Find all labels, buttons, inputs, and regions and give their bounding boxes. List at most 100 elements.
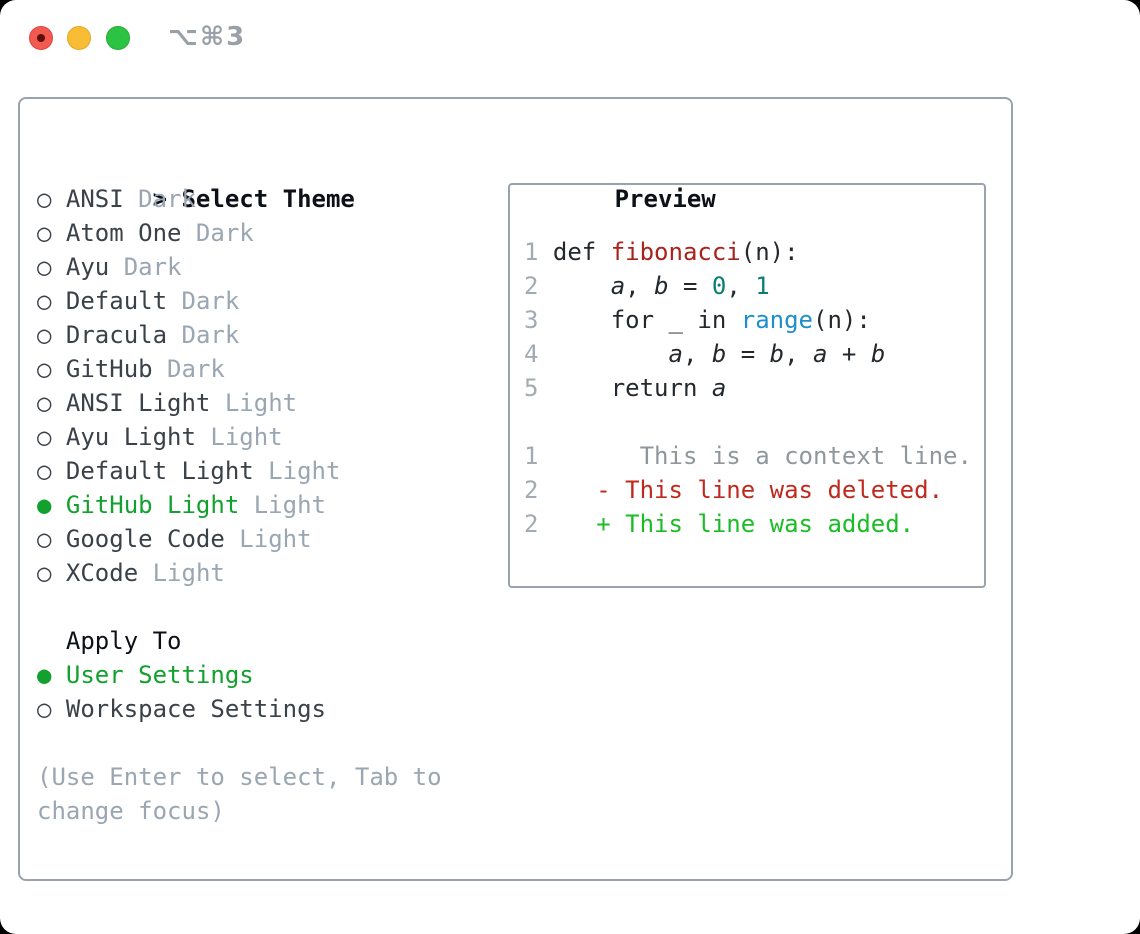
theme-list: ○ANSI Dark○Atom One Dark○Ayu Dark○Defaul… — [37, 182, 487, 590]
code-segment-func: fibonacci — [610, 238, 741, 266]
zoom-button[interactable] — [106, 26, 130, 50]
theme-option-github[interactable]: ○GitHub Dark — [37, 352, 487, 386]
code-segment-fg: def — [538, 238, 611, 266]
code-segment-var: a — [711, 374, 727, 402]
code-line — [524, 405, 974, 439]
apply-to-list: ● User Settings ○Workspace Settings — [37, 658, 487, 726]
theme-name: ANSI Light — [65, 389, 211, 417]
radio-icon: ○ — [37, 321, 52, 349]
code-segment-var: b — [769, 340, 785, 368]
theme-variant: Light — [138, 559, 225, 587]
radio-icon: ○ — [37, 423, 52, 451]
theme-option-atom-one[interactable]: ○Atom One Dark — [37, 216, 487, 250]
preview-title: Preview — [614, 185, 716, 213]
spacer — [37, 726, 487, 760]
radio-icon: ○ — [37, 185, 52, 213]
line-number: 3 — [524, 306, 539, 334]
code-segment-fg: (n): — [740, 238, 799, 266]
theme-option-xcode[interactable]: ○ XCode Light — [37, 556, 487, 590]
theme-option-default[interactable]: ○Default Dark — [37, 284, 487, 318]
code-segment-fg: , — [726, 272, 756, 300]
code-segment-num: 1 — [755, 272, 770, 300]
hint-line: change focus) — [37, 797, 225, 825]
theme-option-default-light[interactable]: ○Default Light Light — [37, 454, 487, 488]
theme-variant: Light — [239, 491, 326, 519]
line-number: 4 — [524, 340, 539, 368]
theme-name: Ayu — [65, 253, 110, 281]
code-segment-del: - This line was deleted. — [596, 476, 944, 504]
theme-variant: Dark — [109, 253, 182, 281]
window-titlebar: ⌥⌘3 — [0, 0, 1140, 70]
radio-selected-icon: ● — [37, 491, 52, 519]
code-segment-var: b — [711, 340, 727, 368]
code-line: 2 - This line was deleted. — [524, 473, 974, 507]
select-theme-header: >Select Theme — [37, 148, 487, 213]
theme-name: GitHub Light — [65, 491, 240, 519]
code-segment-var: a — [610, 272, 626, 300]
minimize-button[interactable] — [67, 26, 91, 50]
apply-option-label: User Settings — [65, 661, 254, 689]
close-button[interactable] — [29, 26, 53, 50]
radio-icon: ○ — [37, 559, 52, 587]
theme-option-ayu[interactable]: ○ Ayu Dark — [37, 250, 487, 284]
code-segment-fg: + — [827, 340, 871, 368]
theme-name: Default — [65, 287, 168, 315]
code-segment-fg: (n): — [813, 306, 871, 334]
apply-to-title: Apply To — [65, 627, 182, 655]
line-number: 2 — [524, 272, 539, 300]
line-number: 5 — [524, 374, 539, 402]
apply-option-user-settings[interactable]: ● User Settings — [37, 658, 487, 692]
theme-variant: Light — [210, 389, 298, 417]
code-segment-fg: return — [538, 374, 712, 402]
code-line: 2 + This line was added. — [524, 507, 974, 541]
theme-picker-panel: >Select Theme ○ANSI Dark○Atom One Dark○A… — [18, 97, 1013, 881]
code-line: 1 def fibonacci(n): — [524, 235, 974, 269]
radio-selected-icon: ● — [37, 661, 52, 689]
code-segment-fg — [538, 340, 668, 368]
theme-option-ansi[interactable]: ○ ANSI Dark — [37, 182, 487, 216]
code-segment-fg — [538, 476, 596, 504]
code-segment-fg — [538, 272, 610, 300]
preview-column: Preview 1 def fibonacci(n):2 a, b = 0, 1… — [499, 148, 986, 588]
line-number: 2 — [524, 510, 539, 538]
code-line: 4 a, b = b, a + b — [524, 337, 974, 371]
theme-name: XCode — [65, 559, 139, 587]
unsaved-indicator-dot — [37, 34, 45, 42]
theme-name: Ayu Light — [65, 423, 196, 451]
theme-picker-left-column: >Select Theme ○ANSI Dark○Atom One Dark○A… — [37, 148, 487, 828]
theme-option-ansi-light[interactable]: ○ ANSI Light Light — [37, 386, 487, 420]
code-segment-ctx: This is a context line. — [538, 442, 972, 470]
apply-option-workspace-settings[interactable]: ○Workspace Settings — [37, 692, 487, 726]
code-line: 3 for _ in range(n): — [524, 303, 974, 337]
code-segment-call: range — [740, 306, 813, 334]
radio-icon: ○ — [37, 389, 52, 417]
code-segment-var: b — [870, 340, 886, 368]
theme-option-ayu-light[interactable]: ○ Ayu Light Light — [37, 420, 487, 454]
spacer — [37, 590, 487, 624]
theme-name: ANSI — [65, 185, 124, 213]
theme-variant: Dark — [123, 185, 196, 213]
radio-icon: ○ — [37, 287, 52, 315]
code-segment-var: b — [654, 272, 669, 300]
theme-variant: Dark — [167, 321, 240, 349]
code-segment-var: a — [668, 340, 683, 368]
code-segment-fg: , — [625, 272, 655, 300]
radio-icon: ○ — [37, 253, 52, 281]
theme-option-dracula[interactable]: ○Dracula Dark — [37, 318, 487, 352]
code-segment-fg — [538, 510, 596, 538]
theme-option-google-code[interactable]: ○Google Code Light — [37, 522, 487, 556]
theme-option-github-light[interactable]: ● GitHub Light Light — [37, 488, 487, 522]
theme-name: Default Light — [65, 457, 254, 485]
code-segment-fg: for _ in — [538, 306, 741, 334]
line-number: 2 — [524, 476, 539, 504]
code-line: 2 a, b = 0, 1 — [524, 269, 974, 303]
code-segment-add: + This line was added. — [596, 510, 915, 538]
theme-variant: Light — [195, 423, 283, 451]
theme-variant: Dark — [181, 219, 254, 247]
radio-icon: ○ — [37, 219, 52, 247]
code-line: 1 This is a context line. — [524, 439, 974, 473]
line-number: 1 — [524, 442, 539, 470]
